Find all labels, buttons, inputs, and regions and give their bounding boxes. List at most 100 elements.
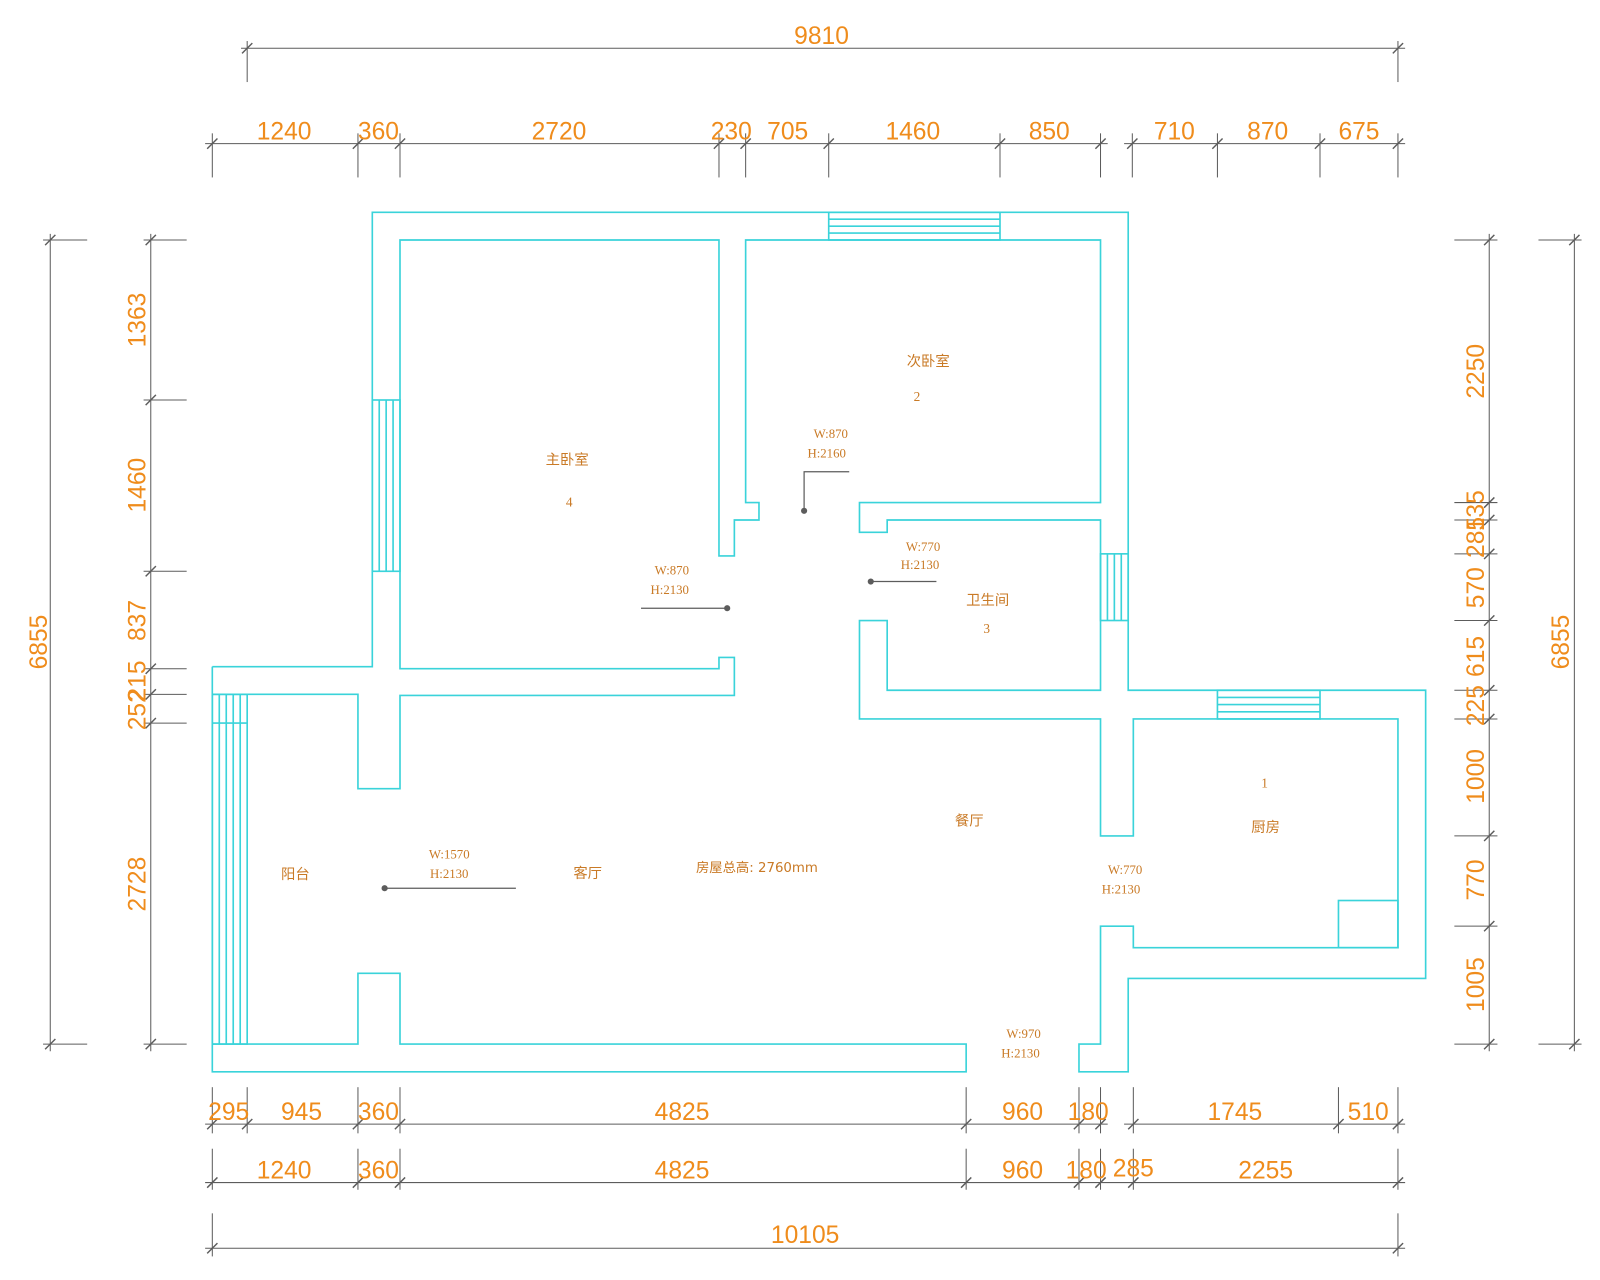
dimension-lines [43, 41, 1582, 1257]
dimension-tick [1392, 137, 1404, 150]
dimension-tick [394, 1176, 406, 1189]
room-kitchen-number: 1 [1261, 776, 1268, 791]
dim-bottom-row2-label: 285 [1113, 1155, 1154, 1182]
dim-bottom-row1-label: 4825 [655, 1099, 710, 1126]
dim-top-label: 710 [1154, 118, 1195, 145]
dim-right-label: 1000 [1463, 749, 1490, 804]
dimension-tick [1483, 684, 1495, 696]
dimension-tick [1392, 1242, 1404, 1254]
dimension-tick [1483, 713, 1495, 725]
dimension-tick [394, 1118, 406, 1130]
dim-right-label: 770 [1463, 859, 1490, 900]
dim-top-label: 360 [358, 118, 399, 145]
dimension-tick [994, 137, 1006, 150]
dimension-tick [1094, 1118, 1107, 1130]
dim-top-label: 2720 [532, 118, 587, 145]
dim-bottom-row1-label: 1745 [1207, 1099, 1262, 1126]
balcony-window [211, 693, 248, 1045]
dimension-tick [1568, 234, 1580, 246]
top-dimensions: 9810 1240 360 2720 230 705 1460 850 710 … [257, 23, 1380, 145]
dim-top-overall: 9810 [794, 23, 849, 50]
entrance-door-width: W:970 [1006, 1027, 1040, 1041]
dim-right-label: 615 [1463, 636, 1490, 677]
dimension-tick [1483, 496, 1495, 509]
dimension-tick [713, 137, 725, 150]
windows [211, 211, 1399, 1045]
dimension-tick [823, 137, 835, 150]
dim-right-label: 135 [1463, 490, 1490, 531]
dim-bottom-overall: 10105 [771, 1222, 839, 1249]
dim-right-label: 225 [1463, 685, 1490, 726]
wall-outline [212, 211, 1427, 1073]
room-bathroom-number: 3 [983, 621, 990, 636]
master-bedroom-door-marker [724, 605, 731, 612]
dim-left-label: 1363 [125, 293, 152, 348]
dimension-tick [145, 717, 157, 729]
dimension-tick [1314, 137, 1326, 150]
bottom-dimensions: 295 945 360 4825 960 180 1745 510 1240 3… [208, 1099, 1389, 1249]
dim-right-overall: 6855 [1548, 615, 1575, 670]
dim-top-label: 870 [1247, 118, 1288, 145]
dimension-tick [44, 1038, 56, 1050]
dimension-tick [206, 137, 218, 150]
dimension-tick [206, 1118, 218, 1130]
dim-right-label: 285 [1463, 517, 1490, 558]
right-dimensions: 6855 2250 135 285 570 615 225 1000 770 1… [1463, 344, 1575, 1012]
dim-bottom-row2-label: 960 [1002, 1157, 1043, 1184]
bathroom-door-marker [867, 578, 874, 585]
dim-top-label: 850 [1029, 118, 1070, 145]
dimension-tick [1127, 1118, 1139, 1130]
dim-right-label: 1005 [1463, 957, 1490, 1012]
room-living-room-name: 客厅 [573, 865, 602, 882]
dim-top-label: 675 [1338, 118, 1379, 145]
room-master-bedroom-number: 4 [566, 495, 573, 510]
dimension-tick [1094, 137, 1107, 150]
dimension-tick [1483, 514, 1495, 526]
dimension-tick [352, 1118, 364, 1130]
total-height-note: 房屋总高: 2760mm [696, 859, 818, 876]
dim-bottom-row1-label: 295 [208, 1099, 249, 1126]
dim-bottom-row2-label: 180 [1066, 1157, 1107, 1184]
room-second-bedroom-number: 2 [914, 389, 921, 404]
dim-left-label: 252 [125, 689, 152, 730]
dimension-tick [394, 137, 406, 150]
dimension-tick [1483, 920, 1495, 932]
dim-bottom-row1-label: 510 [1348, 1099, 1389, 1126]
dim-right-label: 570 [1463, 567, 1490, 608]
dimension-tick [1126, 137, 1138, 150]
dimension-tick [145, 688, 157, 700]
dimension-tick [1483, 830, 1495, 842]
dimension-tick [740, 137, 752, 150]
kitchen-counter [1337, 899, 1399, 949]
dimension-tick [352, 137, 364, 150]
dimension-tick [241, 42, 253, 54]
kitchen-door-width: W:770 [1108, 863, 1142, 877]
dim-top-label: 1240 [257, 118, 312, 145]
dimension-tick [1483, 1038, 1495, 1050]
dimension-tick [1392, 1118, 1404, 1130]
room-dining-room-name: 餐厅 [955, 813, 984, 830]
dim-bottom-row2-label: 1240 [257, 1157, 312, 1184]
dimension-tick [1483, 614, 1495, 627]
dim-bottom-row2-label: 360 [358, 1157, 399, 1184]
dimension-tick [1392, 1176, 1404, 1189]
walls [211, 211, 1427, 1073]
balcony-door-height: H:2130 [430, 867, 468, 881]
kitchen-door-height: H:2130 [1102, 882, 1140, 896]
dim-left-label: 215 [125, 660, 152, 701]
dimension-tick [1073, 1118, 1085, 1130]
dimension-tick [960, 1118, 972, 1130]
dimension-tick [1568, 1038, 1580, 1050]
dimension-tick [241, 1118, 253, 1130]
wall-outline [211, 666, 967, 1073]
dim-right-label: 2250 [1463, 344, 1490, 399]
balcony-door-width: W:1570 [429, 847, 470, 861]
dimension-tick [1073, 1176, 1085, 1189]
dimension-tick [1211, 137, 1224, 150]
room-second-bedroom-name: 次卧室 [907, 353, 950, 370]
dim-bottom-row1-label: 360 [358, 1099, 399, 1126]
dim-bottom-row1-label: 180 [1068, 1099, 1109, 1126]
dimension-tick [1483, 548, 1495, 560]
door-leaders [381, 471, 937, 892]
